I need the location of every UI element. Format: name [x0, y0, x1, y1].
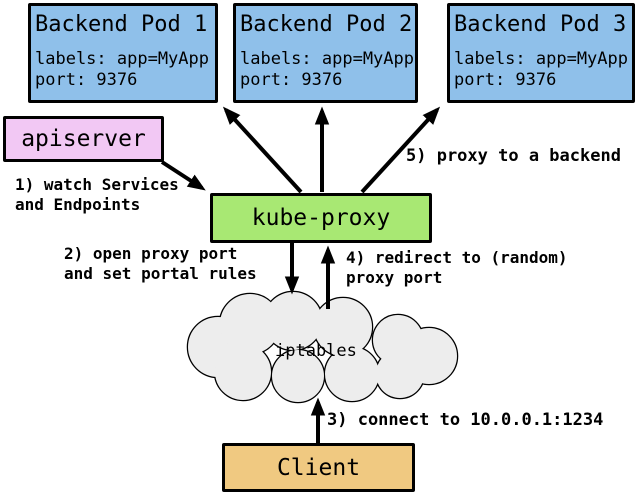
backend-pod-1-box: Backend Pod 1 labels: app=MyApp port: 93… — [28, 3, 218, 103]
pod-3-labels: labels: app=MyApp — [454, 49, 628, 69]
pod-2-labels: labels: app=MyApp — [240, 49, 414, 69]
pod-1-title: Backend Pod 1 — [35, 12, 208, 37]
backend-pod-2-box: Backend Pod 2 labels: app=MyApp port: 93… — [233, 3, 418, 103]
arrow-kube-proxy-to-pod-1 — [222, 106, 303, 194]
annotation-step-2-open-proxy-port: 2) open proxy port and set portal rules — [64, 244, 257, 283]
iptables-cloud: iptables — [186, 290, 459, 404]
pod-1-port: port: 9376 — [35, 70, 138, 90]
kube-proxy-box: kube-proxy — [210, 193, 432, 243]
apiserver-box: apiserver — [3, 116, 164, 162]
pod-3-port: port: 9376 — [454, 70, 557, 90]
kube-proxy-label: kube-proxy — [251, 205, 391, 231]
pod-3-title: Backend Pod 3 — [454, 12, 627, 37]
backend-pod-3-box: Backend Pod 3 labels: app=MyApp port: 93… — [447, 3, 635, 103]
annotation-step-1-watch-services: 1) watch Services and Endpoints — [15, 175, 179, 214]
annotation-step-3-connect: 3) connect to 10.0.0.1:1234 — [327, 410, 604, 430]
apiserver-label: apiserver — [21, 126, 146, 152]
iptables-label: iptables — [275, 341, 357, 361]
client-box: Client — [222, 443, 415, 492]
client-label: Client — [276, 454, 361, 481]
annotation-step-4-redirect: 4) redirect to (random) proxy port — [346, 248, 568, 287]
pod-2-port: port: 9376 — [240, 70, 343, 90]
pod-1-labels: labels: app=MyApp — [35, 49, 209, 69]
pod-2-title: Backend Pod 2 — [240, 12, 413, 37]
annotation-step-5-proxy-backend: 5) proxy to a backend — [406, 146, 621, 166]
